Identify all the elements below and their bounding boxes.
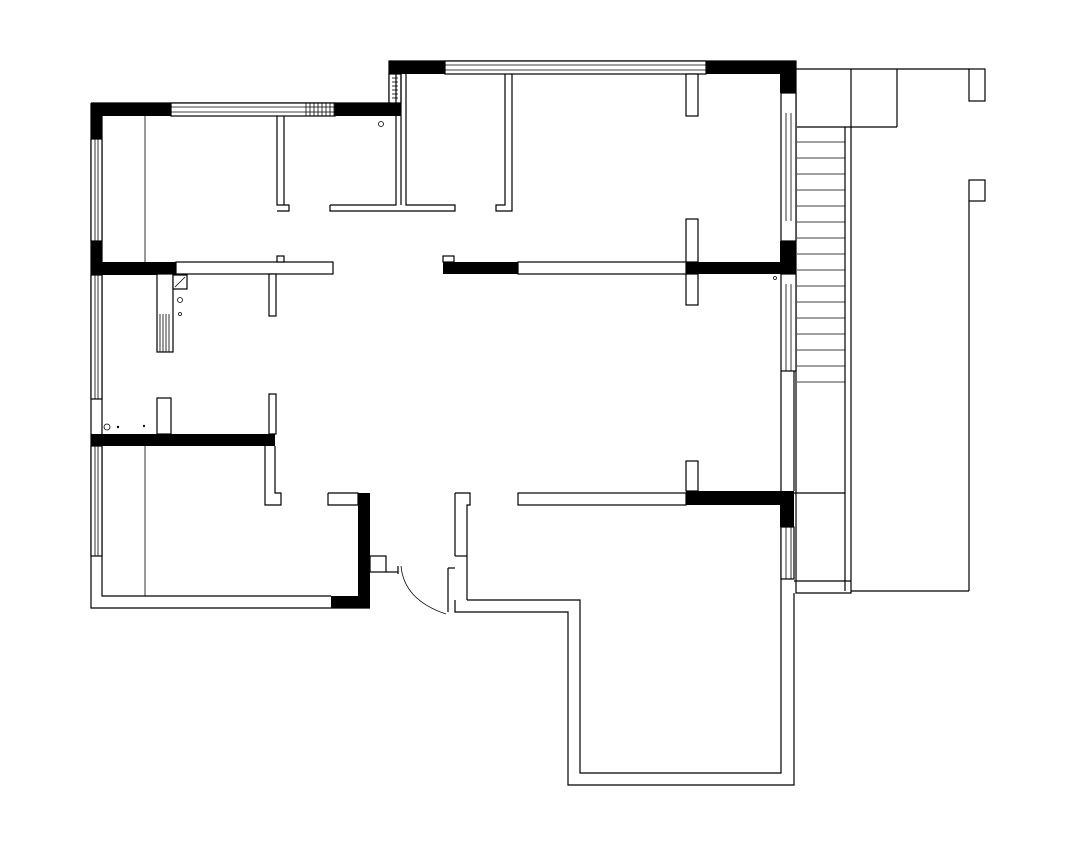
- exterior-outline: [90, 60, 852, 786]
- wall-block: [331, 596, 370, 608]
- wall-block: [443, 262, 518, 274]
- wall-block: [91, 434, 275, 446]
- windows: [90, 60, 797, 580]
- window-west-lower: [90, 445, 103, 557]
- wall-stub: [685, 218, 699, 263]
- drain-icon: [177, 297, 183, 303]
- east-balcony: [794, 68, 986, 592]
- wall-stub: [685, 460, 699, 492]
- wall-stub: [685, 273, 699, 306]
- partition-lower-right: [517, 492, 687, 506]
- wall-stub: [268, 393, 277, 435]
- wall-stub: [268, 273, 277, 317]
- wall-block: [780, 61, 796, 93]
- entrance-door: [386, 565, 447, 615]
- window-north-center: [444, 60, 707, 75]
- window-east-upper: [780, 92, 797, 242]
- fixtures: [103, 121, 777, 431]
- interior-walls: [144, 73, 795, 600]
- door-frame: [369, 555, 387, 573]
- wall-block: [686, 491, 794, 505]
- wall-block: [780, 241, 796, 274]
- drain-icon: [378, 121, 384, 127]
- wall-block: [686, 262, 796, 274]
- wall-stub: [685, 73, 699, 117]
- balcony-post: [968, 179, 986, 202]
- partition-center-left: [175, 261, 334, 275]
- balcony-post: [968, 68, 986, 102]
- wall-block: [780, 491, 794, 527]
- wall-block: [91, 103, 171, 116]
- wall-stub: [276, 255, 285, 263]
- drain-icon: [773, 276, 777, 280]
- wall-block: [706, 61, 796, 74]
- drain-icon: [178, 312, 182, 316]
- wall-block: [389, 61, 445, 74]
- drain-icon: [103, 423, 111, 431]
- partition-center-right: [517, 261, 687, 275]
- wall-block: [91, 103, 102, 139]
- window-east-middle: [780, 273, 797, 372]
- window-west-upper: [90, 138, 103, 242]
- wall-block: [335, 103, 401, 116]
- wall-stub: [442, 255, 455, 263]
- window-west-middle: [90, 274, 103, 400]
- window-north-left: [170, 102, 336, 117]
- window-east-lower: [780, 526, 795, 580]
- drain-icon: [116, 425, 120, 429]
- wall-stub: [156, 397, 172, 435]
- drain-icon: [142, 424, 146, 428]
- wall-block: [91, 241, 102, 275]
- wall-block: [91, 262, 176, 275]
- structural-walls: [91, 61, 796, 608]
- kitchen-counter: [156, 273, 174, 353]
- wall-block: [358, 493, 370, 608]
